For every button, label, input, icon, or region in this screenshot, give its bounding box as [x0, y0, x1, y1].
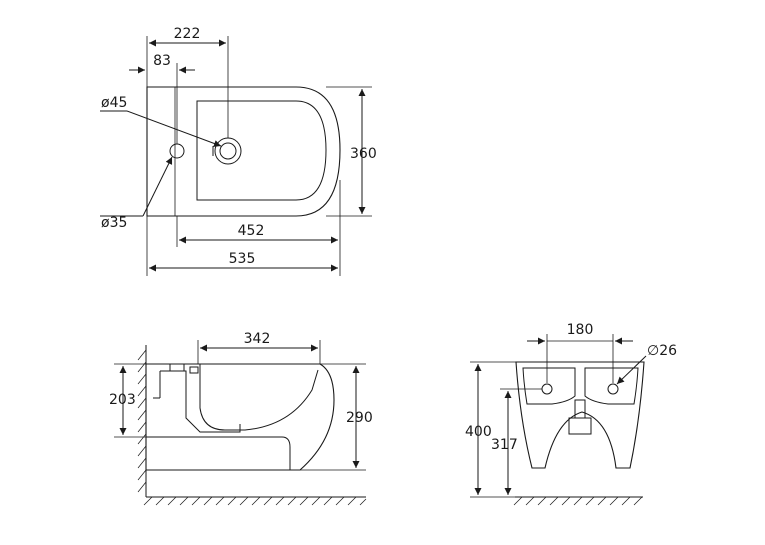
dim-203: 203 — [109, 392, 136, 408]
dim-360: 360 — [350, 146, 377, 162]
top-view-bowl — [196, 100, 327, 201]
dim-83: 83 — [153, 53, 171, 69]
dim-hole-35: ø35 — [101, 215, 127, 231]
dim-317: 317 — [491, 437, 518, 453]
front-hole-right — [607, 383, 619, 395]
top-view-outline — [146, 86, 341, 217]
dim-535: 535 — [229, 251, 256, 267]
front-view-outline — [515, 361, 645, 469]
side-view-outline — [145, 363, 335, 471]
side-view: 342 203 290 — [109, 331, 373, 506]
dim-400: 400 — [465, 424, 492, 440]
dim-222: 222 — [174, 26, 201, 42]
dim-342: 342 — [244, 331, 271, 347]
top-view: 222 83 ø45 ø35 360 452 535 — [100, 26, 377, 276]
dim-hole-45: ø45 — [101, 95, 127, 111]
dim-452: 452 — [238, 223, 265, 239]
dim-290: 290 — [346, 410, 373, 426]
front-view: 180 ∅26 400 317 — [465, 322, 677, 506]
dim-hole-26: ∅26 — [647, 343, 677, 359]
dim-180: 180 — [567, 322, 594, 338]
